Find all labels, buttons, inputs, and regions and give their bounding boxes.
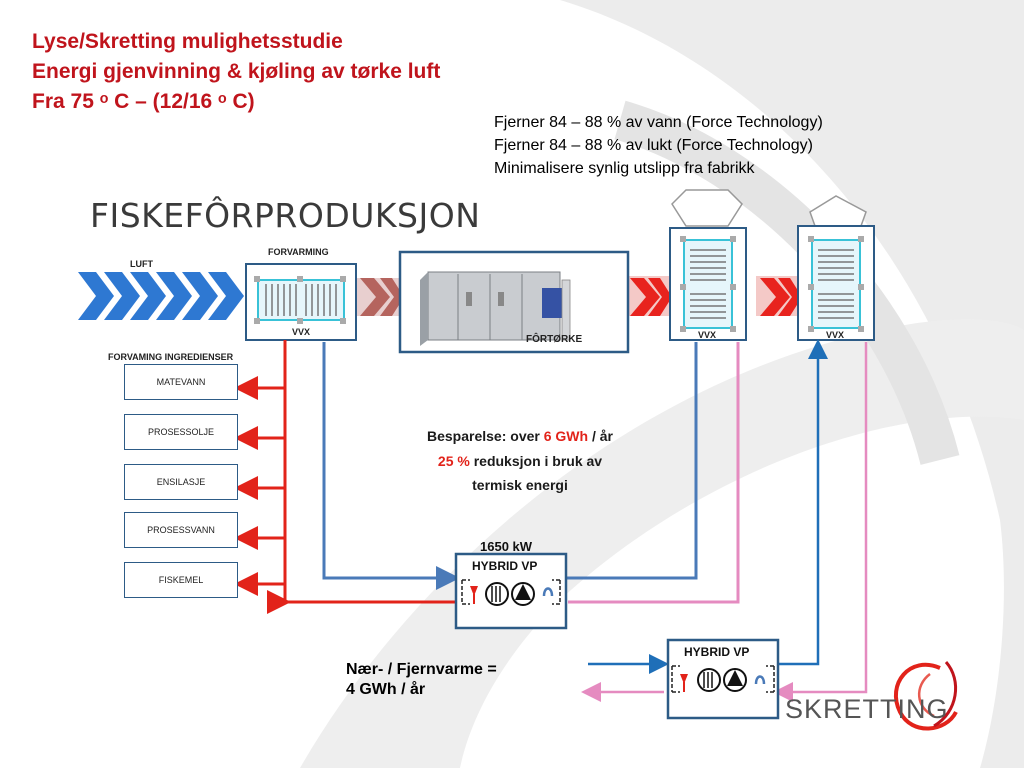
luft-label: LUFT <box>130 259 153 269</box>
forvarming-heat-exchanger <box>245 263 357 341</box>
exhaust-chevrons-1 <box>628 276 672 316</box>
savings-line-1-c: / år <box>588 428 613 444</box>
note-line-1: Fjerner 84 – 88 % av vann (Force Technol… <box>494 114 823 131</box>
pink-pipe-1 <box>568 342 740 604</box>
district-heating-text: Nær- / Fjernvarme = 4 GWh / år <box>346 660 497 700</box>
note-line-3: Minimalisere synlig utslipp fra fabrikk <box>494 160 755 177</box>
ingredient-fiskemel: FISKEMEL <box>124 562 238 598</box>
hybrid-heat-pump-second <box>666 638 780 720</box>
exhaust-chevrons-2 <box>756 276 802 316</box>
vvx-label-1: VVX <box>698 330 717 340</box>
hybrid-heat-pump-main <box>454 552 568 630</box>
ingredient-prosessolje: PROSESSOLJE <box>124 414 238 450</box>
savings-line-1: Besparelse: over 6 GWh / år <box>380 428 660 444</box>
savings-value: 6 GWh <box>543 428 589 444</box>
vvx-unit-1 <box>669 189 747 341</box>
district-return-pipe <box>581 342 868 702</box>
title-line-3: Fra 75 ᵒ C – (12/16 ᵒ C) <box>32 90 255 113</box>
brand-name: SKRETTING <box>785 694 949 724</box>
ingredient-ensilasje: ENSILASJE <box>124 464 238 500</box>
heat-pump-main-label: HYBRID VP <box>472 559 538 573</box>
reduction-percent: 25 % <box>437 453 470 469</box>
title-line-2: Energi gjenvinning & kjøling av tørke lu… <box>32 60 441 83</box>
ingredient-prosessvann: PROSESSVANN <box>124 512 238 548</box>
ingredient-matevann: MATEVANN <box>124 364 238 400</box>
dryer-label: FÔRTØRKE <box>526 334 583 345</box>
vvx-unit-2 <box>797 195 875 341</box>
blue-return-pipe <box>322 342 698 590</box>
district-heating-line-2: 4 GWh / år <box>346 681 426 698</box>
heat-pump-power: 1650 kW <box>480 539 533 554</box>
forvarming-label: FORVARMING <box>268 247 329 257</box>
district-supply-pipe <box>588 339 828 674</box>
district-heating-line-1: Nær- / Fjernvarme = <box>346 661 497 678</box>
skretting-logo-icon <box>893 661 958 731</box>
ingredients-header: FORVAMING INGREDIENSER <box>108 352 234 362</box>
title-line-1: Lyse/Skretting mulighetsstudie <box>32 30 343 53</box>
vvx-label-forvarming: VVX <box>292 327 311 337</box>
savings-line-1-a: Besparelse: over <box>427 428 544 444</box>
savings-line-2: 25 % reduksjon i bruk av <box>380 453 660 469</box>
preheated-air-chevrons <box>357 278 404 316</box>
vvx-label-2: VVX <box>826 330 845 340</box>
heat-pump-second-label: HYBRID VP <box>684 645 750 659</box>
savings-line-3: termisk energi <box>472 477 568 493</box>
savings-line-2-b: reduksjon i bruk av <box>469 453 603 469</box>
red-supply-pipe <box>234 340 456 614</box>
diagram-title: FISKEFÔRPRODUKSJON <box>90 196 481 235</box>
dryer-unit <box>398 250 630 354</box>
note-line-2: Fjerner 84 – 88 % av lukt (Force Technol… <box>494 137 813 154</box>
air-inlet-chevrons <box>78 272 244 320</box>
